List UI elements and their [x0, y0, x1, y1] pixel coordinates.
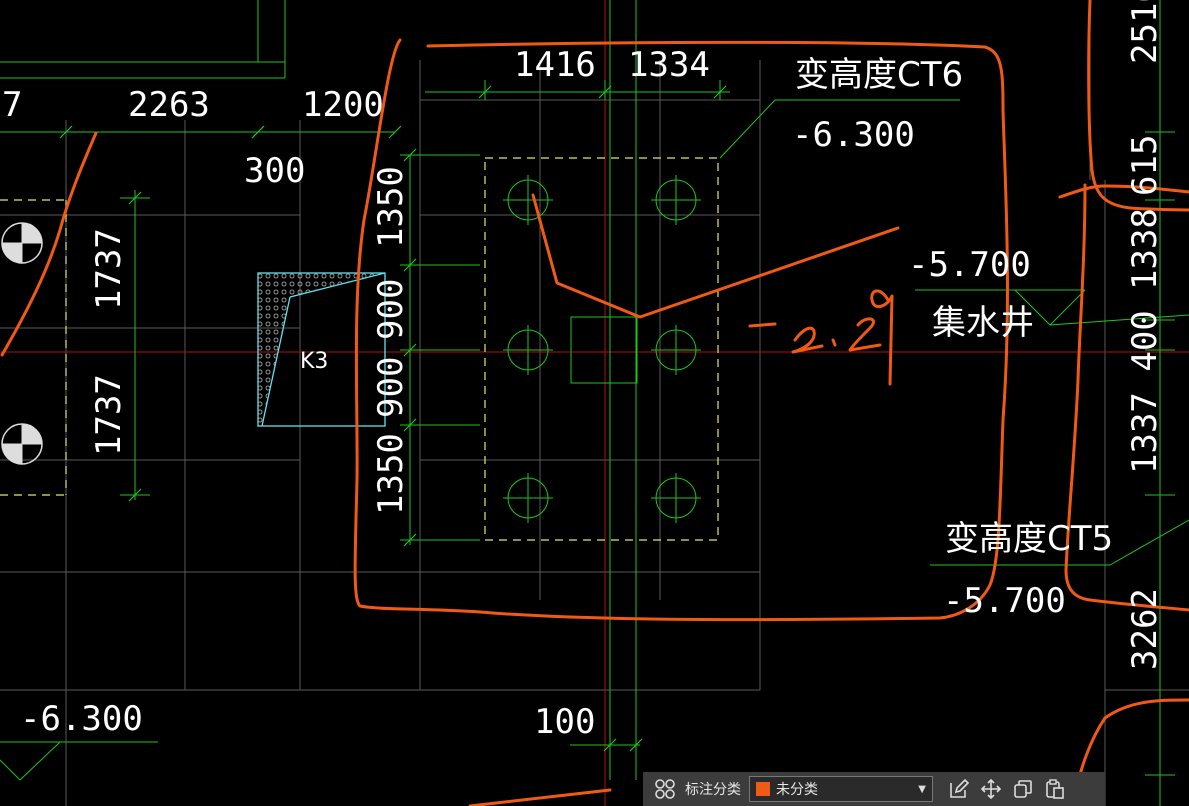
sump-name: 集水井	[932, 303, 1034, 343]
dim-615: 615	[1125, 135, 1165, 196]
ct5-elevation: -5.700	[943, 581, 1066, 621]
dim-900-upper: 900	[371, 279, 411, 340]
dim-300: 300	[244, 151, 305, 191]
pile-cap-outline	[484, 157, 719, 541]
dim-1337-400: 1337 400	[1125, 310, 1165, 474]
dim-2263: 2263	[128, 85, 210, 125]
category-select[interactable]: 未分类 ▼	[749, 776, 933, 802]
dim-1200: 1200	[302, 85, 384, 125]
dim-1350-upper: 1350	[371, 166, 411, 248]
k3-pit[interactable]	[257, 272, 386, 427]
dim-3262: 3262	[1125, 588, 1165, 670]
copy-icon[interactable]	[1007, 774, 1039, 804]
chevron-down-icon: ▼	[918, 783, 926, 795]
dim-1350-lower: 1350	[371, 433, 411, 515]
column-outline	[570, 316, 638, 384]
k3-label: K3	[300, 349, 328, 374]
dim-7: 7	[2, 85, 22, 125]
dim-1737-lower: 1737	[89, 374, 129, 456]
dimension-texts: 7 2263 1200 300 1416 1334 1737 1737 1350…	[2, 0, 1165, 742]
left-elevation: -6.300	[20, 699, 143, 739]
annotation-labels: 变高度CT6 -6.300 -5.700 集水井 变高度CT5 -5.700 -…	[20, 55, 1113, 739]
dim-1737-upper: 1737	[89, 228, 129, 310]
paste-icon[interactable]	[1039, 774, 1071, 804]
dim-1338: 1338	[1125, 208, 1165, 290]
ct6-elevation: -6.300	[792, 115, 915, 155]
dim-2516: 2516	[1125, 0, 1165, 64]
dim-100: 100	[534, 702, 595, 742]
category-label: 标注分类	[685, 782, 741, 798]
dim-900-lower: 900	[371, 357, 411, 418]
category-value: 未分类	[776, 782, 818, 798]
sump-elevation: -5.700	[908, 245, 1031, 285]
pile-symbols	[1, 175, 701, 523]
move-icon[interactable]	[975, 774, 1007, 804]
edit-icon[interactable]	[943, 774, 975, 804]
annotation-toolbar: 标注分类 未分类 ▼	[643, 772, 1105, 806]
grid-view-icon[interactable]	[649, 774, 681, 804]
dim-1334: 1334	[628, 45, 710, 85]
dim-1416: 1416	[514, 45, 596, 85]
category-color-swatch	[756, 782, 770, 796]
ct6-title: 变高度CT6	[795, 55, 963, 95]
ct5-title: 变高度CT5	[945, 519, 1113, 559]
